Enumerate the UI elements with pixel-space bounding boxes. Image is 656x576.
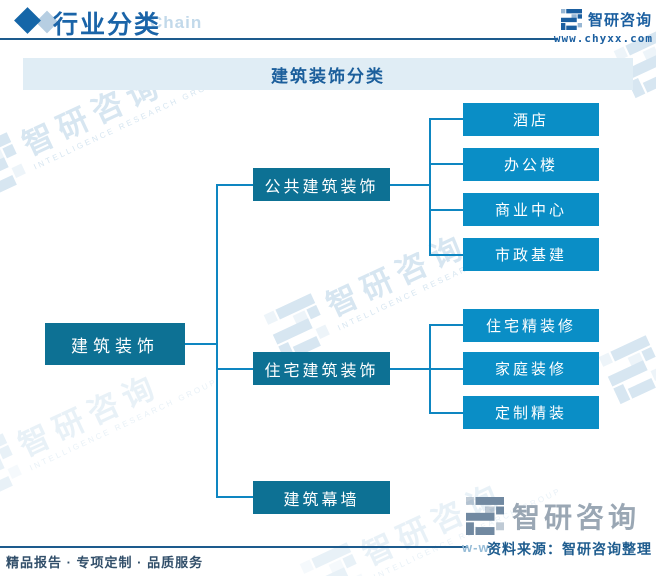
connector-leaf-home: [429, 368, 463, 370]
page-title: 行业分类: [53, 11, 162, 39]
node-branch-residential: 住宅建筑装饰: [253, 352, 390, 385]
node-leaf-office: 办公楼: [463, 148, 599, 181]
connector-branch1: [216, 184, 254, 186]
footer-source: 资料来源：智研咨询整理: [487, 541, 652, 557]
watermark: 智研咨询 INTELLIGENCE RESEARCH GROUP: [598, 244, 656, 405]
watermark-caption: INTELLIGENCE RESEARCH GROUP: [28, 376, 219, 472]
node-branch-public: 公共建筑装饰: [253, 168, 390, 201]
zhiyan-footer-logo-icon: [466, 497, 504, 535]
node-leaf-municipal: 市政基建: [463, 238, 599, 271]
connector-leaf-hotel: [429, 118, 463, 120]
footer-divider: [0, 546, 468, 548]
brand-name: 智研咨询: [587, 12, 652, 29]
connector-leaf-municipal: [429, 254, 463, 256]
header-divider: [0, 38, 558, 40]
diagram-title-bar: 建筑装饰分类: [23, 58, 633, 90]
node-leaf-custom-finish: 定制精装: [463, 396, 599, 429]
connector-branch2-subtrunk: [390, 368, 430, 370]
footer-brand-lockup: 智研咨询: [466, 496, 640, 536]
connector-subtrunk1-vertical: [429, 119, 431, 256]
zhiyan-watermark-logo-icon: [0, 132, 29, 201]
connector-branch2: [216, 368, 254, 370]
node-branch-curtain-wall: 建筑幕墙: [253, 481, 390, 514]
zhiyan-logo-icon: [560, 9, 582, 30]
connector-root-trunk: [185, 343, 218, 345]
connector-trunk-vertical: [216, 184, 218, 498]
node-leaf-home-decoration: 家庭装修: [463, 352, 599, 385]
brand-lockup: 智研咨询: [560, 9, 652, 30]
connector-leaf-residential: [429, 324, 463, 326]
connector-leaf-mall: [429, 209, 463, 211]
connector-leaf-office: [429, 163, 463, 165]
diagram-title: 建筑装饰分类: [271, 66, 385, 86]
watermark: 智研咨询 INTELLIGENCE RESEARCH GROUP: [0, 342, 221, 502]
zhiyan-watermark-logo-icon: [0, 433, 25, 502]
connector-leaf-custom: [429, 412, 463, 414]
node-leaf-hotel: 酒店: [463, 103, 599, 136]
footer-watermark-fragment: w-w: [462, 540, 490, 555]
node-leaf-residential-finish: 住宅精装修: [463, 309, 599, 342]
connector-branch1-subtrunk: [390, 184, 430, 186]
brand-url: www.chyxx.com: [553, 32, 653, 45]
diamond-icon: [14, 7, 41, 34]
node-root: 建筑装饰: [45, 323, 185, 365]
connector-branch3: [216, 496, 254, 498]
header-decor-text: Chain: [150, 13, 203, 32]
zhiyan-watermark-logo-icon: [598, 335, 656, 405]
footer-brand-name: 智研咨询: [512, 502, 641, 533]
node-leaf-mall: 商业中心: [463, 193, 599, 226]
footer-tagline: 精品报告 · 专项定制 · 品质服务: [6, 555, 204, 570]
